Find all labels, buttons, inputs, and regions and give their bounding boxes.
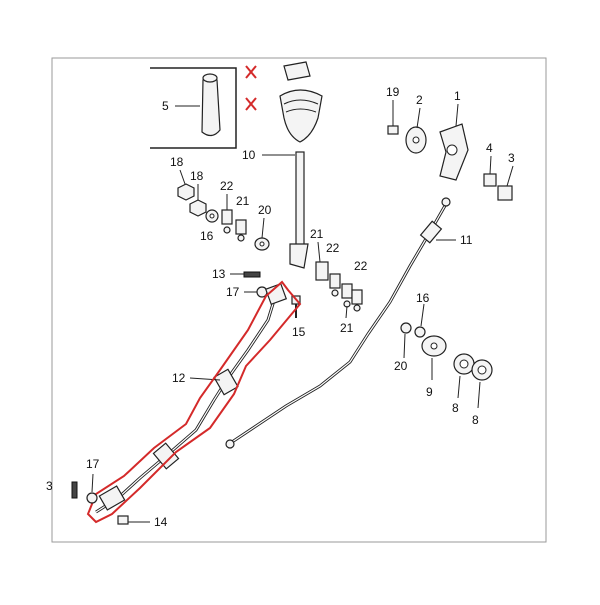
washer-icon [400, 322, 412, 334]
bolt-icon [117, 515, 129, 525]
callout-3-edge: 3 [46, 479, 53, 493]
pin-part [243, 271, 261, 278]
callout-18b: 18 [190, 169, 204, 183]
bushing-part [351, 289, 363, 312]
callout-21a: 21 [236, 194, 250, 208]
spring-part [497, 185, 513, 201]
callout-22c: 22 [354, 259, 368, 273]
callout-8a: 8 [452, 401, 459, 415]
knob-icon [201, 73, 221, 137]
bushing-part [471, 359, 493, 381]
pin-part [71, 481, 78, 499]
shift-lever-part [289, 151, 309, 269]
callout-18a: 18 [170, 155, 184, 169]
callout-15: 15 [292, 325, 306, 339]
washer-icon [414, 326, 426, 338]
callout-17b: 17 [86, 457, 100, 471]
callout-2: 2 [416, 93, 423, 107]
callout-20a: 20 [258, 203, 272, 217]
callout-20b: 20 [394, 359, 408, 373]
cable-icon [225, 197, 451, 449]
callout-16b: 16 [416, 291, 430, 305]
callout-1: 1 [454, 89, 461, 103]
callout-8b: 8 [472, 413, 479, 427]
boot-cap-part [283, 61, 311, 81]
nut-icon [189, 199, 207, 217]
callout-21c: 21 [340, 321, 354, 335]
callout-3: 3 [508, 151, 515, 165]
bushing-part [315, 261, 329, 281]
shift-arm-part [439, 123, 469, 181]
bushing-part [453, 353, 475, 375]
callout-14: 14 [154, 515, 168, 529]
bushing-part [341, 283, 353, 308]
callout-12: 12 [172, 371, 186, 385]
callout-17a: 17 [226, 285, 240, 299]
callout-19: 19 [386, 85, 400, 99]
cross-mark-icon [245, 65, 257, 79]
callout-5: 5 [162, 99, 169, 113]
bolt-icon [483, 173, 497, 187]
bushing-part [221, 209, 233, 234]
washer-icon [254, 237, 270, 251]
callout-10: 10 [242, 148, 256, 162]
highlight-outline [86, 280, 302, 524]
bushing-part [235, 219, 247, 242]
bracket-part [421, 335, 447, 357]
washer-icon [405, 126, 427, 154]
bushing-part [329, 273, 341, 297]
cross-mark-icon [245, 97, 257, 111]
callout-4: 4 [486, 141, 493, 155]
callout-21b: 21 [310, 227, 324, 241]
diagram-frame [51, 57, 547, 543]
callout-9: 9 [426, 385, 433, 399]
callout-22b: 22 [326, 241, 340, 255]
inset-frame [150, 67, 237, 149]
callout-13: 13 [212, 267, 226, 281]
shift-boot-part [279, 89, 323, 143]
bolt-icon [387, 125, 399, 135]
callout-22a: 22 [220, 179, 234, 193]
nut-icon [177, 183, 195, 201]
washer-icon [205, 209, 219, 223]
callout-11: 11 [460, 233, 473, 247]
callout-16a: 16 [200, 229, 214, 243]
cable-icon [95, 282, 288, 514]
washer-icon [86, 492, 98, 504]
